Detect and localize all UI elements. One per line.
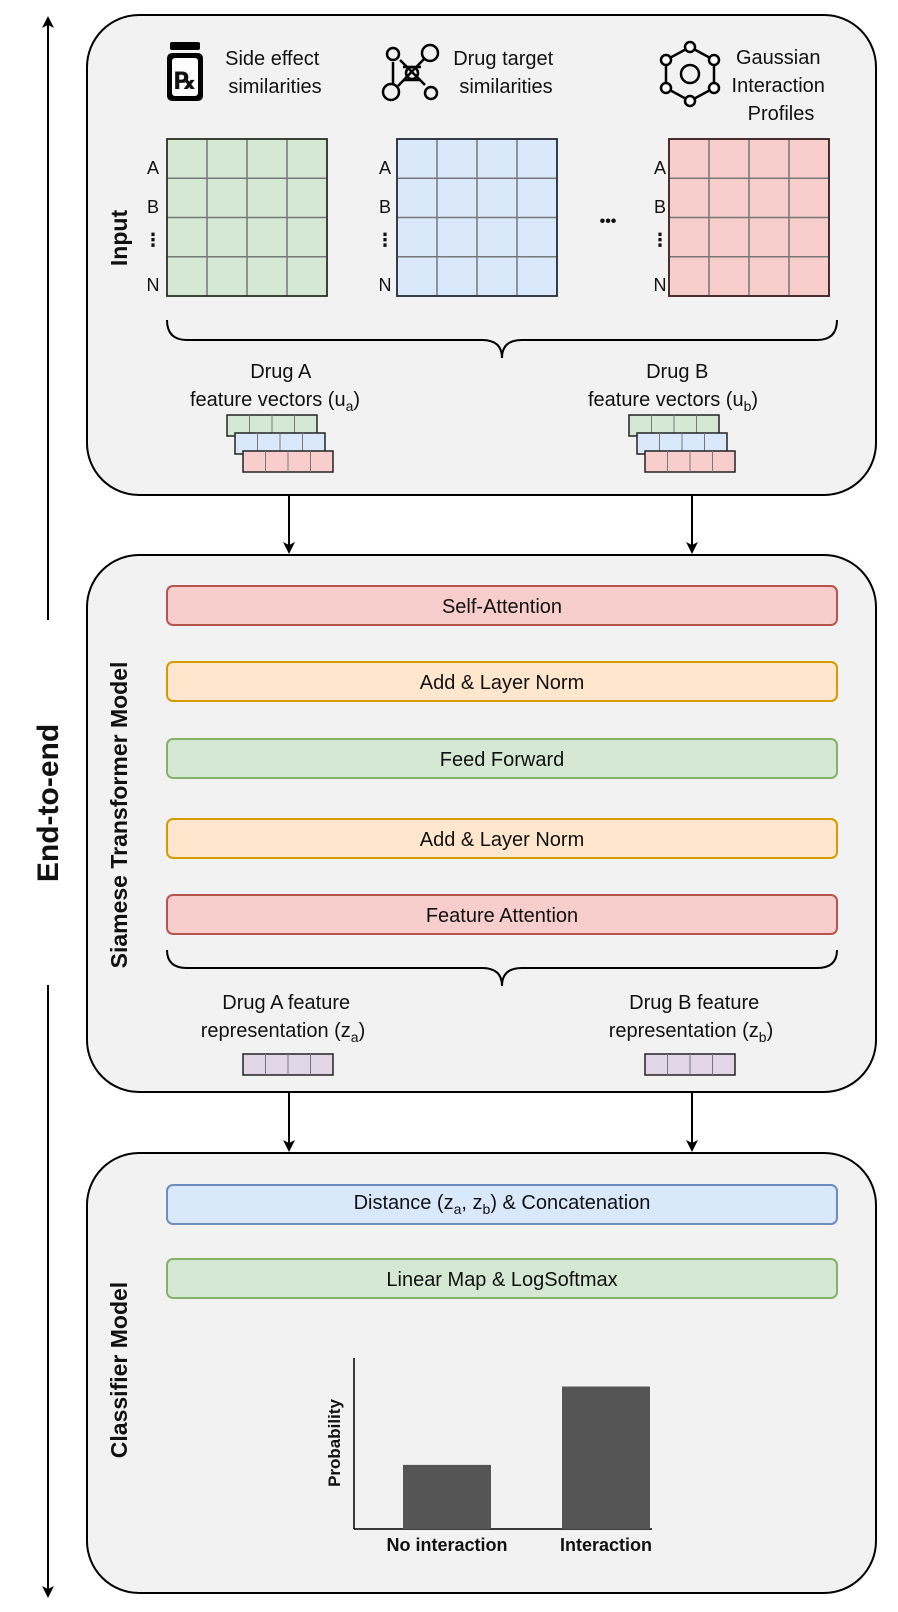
source-label-gaussian: Gaussian Interaction Profiles <box>732 47 831 125</box>
layer-box-0 <box>166 585 838 626</box>
end-to-end-label: End-to-end <box>32 724 65 882</box>
row-labels-1: A B ⋮ N <box>144 158 162 295</box>
svg-text:B: B <box>654 197 666 217</box>
layer-label-4: Feature Attention <box>426 905 578 927</box>
linear-map-layer <box>166 1258 838 1299</box>
input-brace <box>166 319 838 359</box>
gaussian-matrix <box>668 138 830 297</box>
svg-text:⋮: ⋮ <box>144 230 162 250</box>
svg-text:N: N <box>147 275 160 295</box>
hexagon-molecule-icon <box>659 40 721 108</box>
drug-target-matrix <box>396 138 558 297</box>
svg-text:B: B <box>147 197 159 217</box>
distance-concat-layer <box>166 1184 838 1225</box>
molecule-network-icon <box>381 43 440 102</box>
row-labels-3: A B ⋮ N <box>651 158 669 295</box>
transformer-brace <box>166 949 838 987</box>
drug-a-representation-label: Drug A feature representation (za) <box>201 992 366 1045</box>
drug-b-feature-vectors <box>628 414 736 473</box>
probability-chart: Probability No interaction Interaction <box>325 1358 652 1555</box>
svg-text:⋮: ⋮ <box>376 230 394 250</box>
svg-text:⋮: ⋮ <box>651 230 669 250</box>
end-to-end-arrow: End-to-end <box>32 16 65 1598</box>
svg-text:℞: ℞ <box>174 68 196 95</box>
drug-a-representation-vector <box>242 1053 334 1076</box>
layer-box-2 <box>166 738 838 779</box>
source-label-drug-target: Drug target similarities <box>453 48 559 98</box>
svg-text:N: N <box>654 275 667 295</box>
distance-concat-label: Distance (za, zb) & Concatenation <box>354 1192 651 1217</box>
svg-text:N: N <box>379 275 392 295</box>
drug-b-representation-label: Drug B feature representation (zb) <box>609 992 774 1045</box>
layer-label-1: Add & Layer Norm <box>420 672 585 694</box>
drug-a-feature-vectors <box>226 414 334 473</box>
layer-box-3 <box>166 818 838 859</box>
bar-interaction <box>562 1386 650 1529</box>
layer-box-4 <box>166 894 838 935</box>
source-label-side-effect: Side effect similarities <box>225 48 325 98</box>
svg-text:A: A <box>654 158 666 178</box>
classifier-panel-title: Classifier Model <box>106 1282 132 1458</box>
transformer-panel-title: Siamese Transformer Model <box>106 662 132 969</box>
x-tick-label-no-interaction: No interaction <box>386 1535 507 1555</box>
svg-text:A: A <box>379 158 391 178</box>
transformer-panel: Siamese Transformer Model Self-Attention… <box>86 554 877 1093</box>
matrix-ellipsis: ••• <box>600 213 617 230</box>
layer-label-3: Add & Layer Norm <box>420 829 585 851</box>
x-tick-label-interaction: Interaction <box>560 1535 652 1555</box>
input-panel: Input ℞ <box>86 14 877 496</box>
drug-b-representation-vector <box>644 1053 736 1076</box>
linear-map-label: Linear Map & LogSoftmax <box>386 1269 617 1291</box>
drug-a-feature-label: Drug A feature vectors (ua) <box>190 361 360 414</box>
layer-label-2: Feed Forward <box>440 749 565 771</box>
svg-text:A: A <box>147 158 159 178</box>
side-effect-matrix-border <box>166 138 328 297</box>
layer-box-1 <box>166 661 838 702</box>
classifier-panel: Classifier Model Distance (za, zb) & Con… <box>86 1152 877 1594</box>
chart-y-label: Probability <box>325 1399 344 1487</box>
drug-target-matrix-border <box>396 138 558 297</box>
row-labels-2: A B ⋮ N <box>376 158 394 295</box>
rx-bottle-icon: ℞ <box>167 42 203 101</box>
input-panel-title: Input <box>106 210 132 267</box>
svg-text:B: B <box>379 197 391 217</box>
layer-label-0: Self-Attention <box>442 596 562 618</box>
drug-b-feature-label: Drug B feature vectors (ub) <box>588 361 758 414</box>
bar-no-interaction <box>403 1464 491 1529</box>
gaussian-matrix-border <box>668 138 830 297</box>
side-effect-matrix <box>166 138 328 297</box>
